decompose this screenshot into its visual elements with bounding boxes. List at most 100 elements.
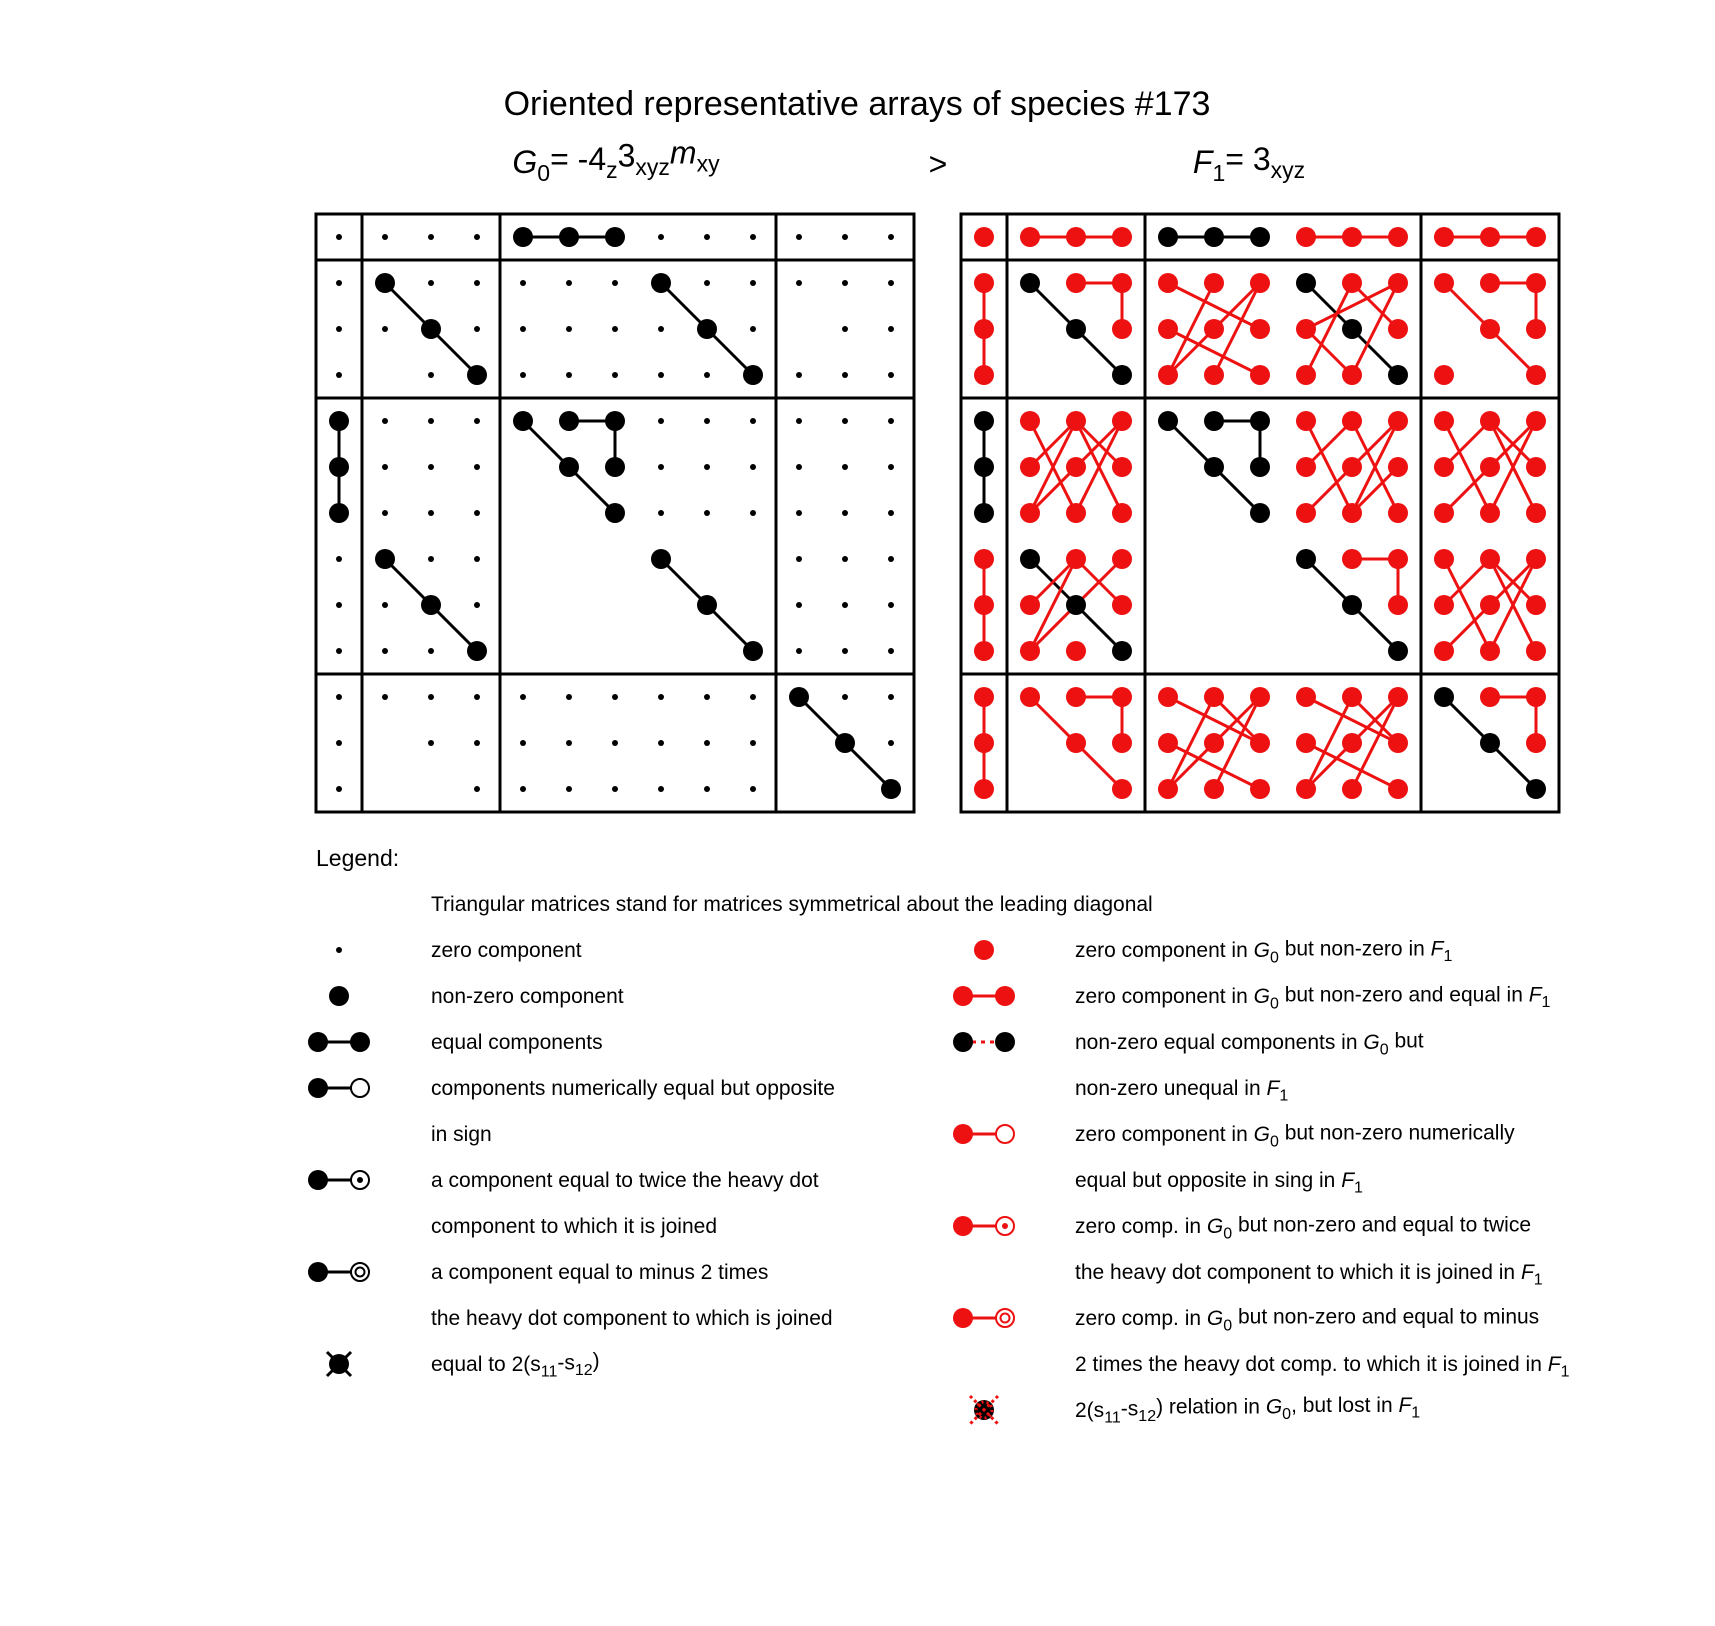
red-component-dot [1158, 779, 1178, 799]
red-component-dot [1020, 503, 1040, 523]
nonzero-component-dot [697, 595, 717, 615]
red-component-dot [1434, 595, 1454, 615]
f1-array [959, 212, 1561, 814]
zero-component-dot [382, 234, 388, 240]
subscript-text: 1 [1561, 1364, 1570, 1381]
red-component-dot [1296, 227, 1316, 247]
red-component-dot [1112, 733, 1132, 753]
nonzero-component-dot [1250, 457, 1270, 477]
legend-item-text: zero component in G0 but non-zero and eq… [1075, 983, 1551, 1012]
zero-component-dot [750, 464, 756, 470]
red-link-line [1166, 696, 1216, 790]
nonzero-component-dot [1020, 273, 1040, 293]
zero-component-dot [750, 418, 756, 424]
zero-component-dot [428, 510, 434, 516]
legend-item-text: non-zero equal components in G0 but [1075, 1029, 1424, 1058]
zero-component-dot [520, 372, 526, 378]
red-component-dot [1526, 733, 1546, 753]
legend-item-text: zero component [431, 939, 582, 962]
red-component-dot [1020, 641, 1040, 661]
red-component-dot [1158, 365, 1178, 385]
red-component-dot [1480, 273, 1500, 293]
zero-component-dot [658, 326, 664, 332]
red-component-dot [1434, 273, 1454, 293]
nonzero-component-dot [881, 779, 901, 799]
zero-component-dot [796, 372, 802, 378]
red-link-line [1028, 420, 1078, 514]
zero-component-dot [796, 648, 802, 654]
red-link-line [1167, 327, 1261, 377]
nonzero-component-dot [513, 411, 533, 431]
zero-component-dot [888, 372, 894, 378]
zero-component-dot [612, 326, 618, 332]
legend-item-equal-pair: equal components [308, 1031, 603, 1054]
red-component-dot [1296, 779, 1316, 799]
zero-component-dot [888, 556, 894, 562]
nonzero-component-dot [1526, 779, 1546, 799]
zero-component-dot [474, 556, 480, 562]
red-component-dot [1388, 411, 1408, 431]
nonzero-component-dot [743, 641, 763, 661]
nonzero-component-dot [1250, 227, 1270, 247]
nonzero-component-dot [329, 411, 349, 431]
nonzero-component-dot [1250, 503, 1270, 523]
zero-component-dot [474, 326, 480, 332]
zero-component-dot [382, 464, 388, 470]
red-component-dot [1342, 779, 1362, 799]
zero-component-dot [658, 372, 664, 378]
legend: Legend: Triangular matrices stand for ma… [308, 845, 1570, 1427]
zero-component-dot [658, 464, 664, 470]
zero-component-dot [428, 648, 434, 654]
red-component-dot [1434, 227, 1454, 247]
red-component-dot [1204, 319, 1224, 339]
zero-component-dot [382, 694, 388, 700]
nonzero-component-dot [697, 319, 717, 339]
red-component-dot [1158, 273, 1178, 293]
nonzero-component-dot [1204, 227, 1224, 247]
red-component-dot [1204, 687, 1224, 707]
legend-heavy-dot [308, 1032, 328, 1052]
zero-component-dot [842, 372, 848, 378]
red-component-dot [1066, 687, 1086, 707]
legend-ring-center [357, 1177, 363, 1183]
zero-component-dot [842, 464, 848, 470]
red-component-dot [1296, 457, 1316, 477]
red-component-dot [1296, 319, 1316, 339]
red-link-line [1304, 696, 1354, 790]
zero-component-dot [612, 280, 618, 286]
red-link-line [1442, 420, 1492, 514]
red-component-dot [1526, 457, 1546, 477]
zero-component-dot [842, 280, 848, 286]
relation-symbol: > [929, 146, 948, 182]
red-link-line [1488, 557, 1538, 607]
zero-component-dot [336, 234, 342, 240]
zero-component-dot [888, 510, 894, 516]
red-link-line [1304, 282, 1354, 376]
subscript-text: 0 [1270, 950, 1279, 967]
subscript-text: z [606, 157, 618, 183]
red-component-dot [1480, 687, 1500, 707]
red-component-dot [1388, 687, 1408, 707]
zero-component-dot [704, 372, 710, 378]
nonzero-component-dot [1066, 319, 1086, 339]
red-component-dot [1204, 779, 1224, 799]
subscript-text: 1 [1212, 160, 1225, 186]
red-link-line [1167, 741, 1261, 791]
red-component-dot [1250, 687, 1270, 707]
figure-title: Oriented representative arrays of specie… [504, 85, 1211, 123]
red-component-dot [1112, 457, 1132, 477]
nonzero-component-dot [605, 227, 625, 247]
legend-heading: Legend: [316, 845, 399, 871]
zero-component-dot [842, 694, 848, 700]
red-component-dot [1204, 733, 1224, 753]
red-link-line [1028, 557, 1078, 607]
zero-component-dot [566, 786, 572, 792]
red-component-dot [1020, 687, 1040, 707]
red-component-dot [1066, 227, 1086, 247]
nonzero-component-dot [605, 503, 625, 523]
subscript-text: 1 [1279, 1088, 1288, 1105]
zero-component-dot [382, 510, 388, 516]
lost-x-mark-icon [968, 1394, 1000, 1426]
nonzero-component-dot [1158, 227, 1178, 247]
red-link-line [1304, 327, 1354, 377]
